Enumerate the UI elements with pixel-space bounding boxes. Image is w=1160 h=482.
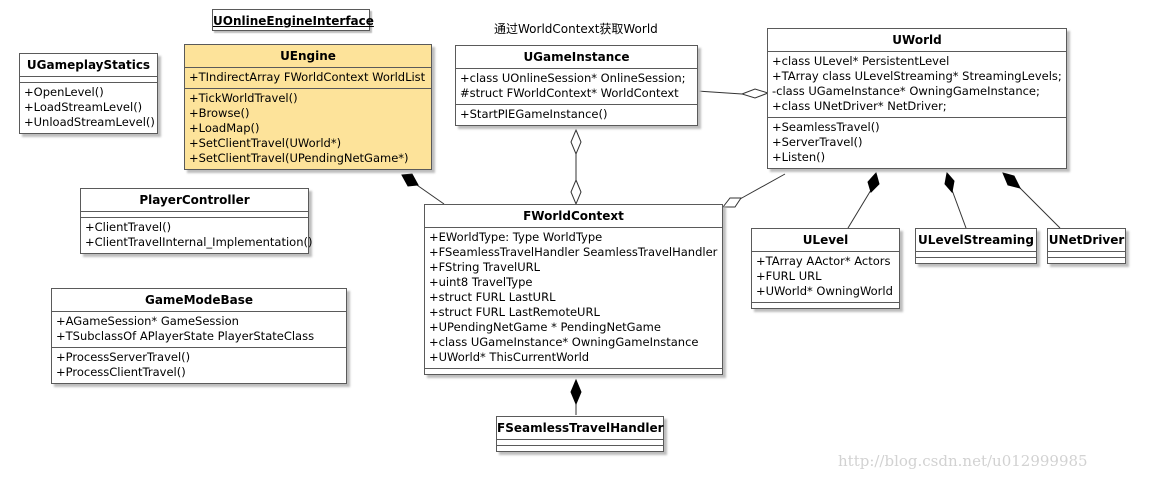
attribute-row: +EWorldType: Type WorldType — [429, 230, 603, 244]
class-playercontroller: PlayerController +ClientTravel()+ClientTr… — [80, 188, 313, 254]
relation-worldcontext-seamlesstravelhandler — [570, 378, 582, 415]
attribute-row: +UWorld* ThisCurrentWorld — [429, 350, 590, 364]
attribute-row: +struct FURL LastURL — [429, 290, 556, 304]
method-row: +ClientTravel() — [85, 220, 172, 234]
attribute-row: +TSubclassOf APlayerState PlayerStateCla… — [56, 329, 315, 343]
method-section — [916, 258, 1036, 263]
method-row: +Browse() — [189, 106, 250, 120]
relation-world-worldcontext — [721, 173, 786, 208]
method-row: +SetClientTravel(UWorld*) — [189, 136, 342, 150]
relation-world-level — [847, 171, 880, 229]
class-title: ULevelStreaming — [916, 229, 1036, 252]
method-section — [1048, 258, 1125, 263]
attribute-row: +AGameSession* GameSession — [56, 314, 239, 328]
attribute-section: +class ULevel* PersistentLevel+TArray cl… — [768, 52, 1066, 118]
attribute-row: -class UGameInstance* OwningGameInstance… — [772, 84, 1040, 98]
class-ulevel: ULevel+TArray AActor* Actors+FURL URL+UW… — [751, 228, 900, 309]
method-section — [497, 446, 663, 451]
method-section: +TickWorldTravel()+Browse()+LoadMap()+Se… — [185, 89, 431, 169]
attribute-section: +TIndirectArray FWorldContext WorldList — [185, 68, 431, 89]
attribute-row: +class ULevel* PersistentLevel — [772, 54, 950, 68]
method-row: +TickWorldTravel() — [189, 91, 298, 105]
attribute-row: +struct FURL LastRemoteURL — [429, 305, 600, 319]
attribute-row: +TArray AActor* Actors — [756, 254, 891, 268]
method-section — [752, 303, 899, 308]
relation-world-gameinstance — [696, 88, 770, 99]
attribute-row: +FString TravelURL — [429, 260, 541, 274]
attribute-row: +UPendingNetGame * PendingNetGame — [429, 320, 661, 334]
attribute-row: +class UOnlineSession* OnlineSession; — [460, 71, 686, 85]
class-title: UWorld — [768, 29, 1066, 52]
attribute-section — [497, 440, 663, 446]
relation-world-levelstreaming — [944, 171, 967, 229]
method-row: +ClientTravelInternal_Implementation() — [85, 235, 313, 249]
attribute-row: +class UNetDriver* NetDriver; — [772, 99, 947, 113]
class-ulevelstreaming: ULevelStreaming — [915, 228, 1037, 264]
method-row: +Listen() — [772, 150, 826, 164]
method-row: +LoadMap() — [189, 121, 260, 135]
method-row: +UnloadStreamLevel() — [24, 115, 155, 129]
relation-world-netdriver — [1002, 172, 1061, 229]
attribute-row: +UWorld* OwningWorld — [756, 284, 893, 298]
watermark: http://blog.csdn.net/u012999985 — [838, 452, 1088, 470]
online-engine-interface-label: UOnlineEngineInterface — [212, 9, 374, 31]
relation-gameinstance-worldcontext — [570, 128, 582, 206]
attribute-section: +AGameSession* GameSession+TSubclassOf A… — [52, 312, 346, 348]
class-title: UGameplayStatics — [20, 54, 157, 77]
method-row: +SeamlessTravel() — [772, 120, 880, 134]
method-section: +ClientTravel()+ClientTravelInternal_Imp… — [81, 218, 313, 253]
class-fworldcontext: FWorldContext+EWorldType: Type WorldType… — [424, 204, 723, 375]
attribute-section — [20, 77, 157, 83]
attribute-section — [1048, 252, 1125, 258]
method-row: +ProcessClientTravel() — [56, 365, 186, 379]
class-ugameplaystatics: UGameplayStatics +OpenLevel()+LoadStreamL… — [19, 53, 158, 134]
class-title: PlayerController — [81, 189, 308, 212]
class-fseamlesstravelhandler: FSeamlessTravelHandler — [496, 416, 664, 452]
method-section: +OpenLevel()+LoadStreamLevel()+UnloadStr… — [20, 83, 157, 133]
class-title: UNetDriver — [1048, 229, 1125, 252]
attribute-row: +FURL URL — [756, 269, 822, 283]
class-title: ULevel — [752, 229, 899, 252]
class-ugameinstance: UGameInstance+class UOnlineSession* Onli… — [455, 45, 698, 126]
class-unetdriver: UNetDriver — [1047, 228, 1126, 264]
class-title: FSeamlessTravelHandler — [497, 417, 664, 440]
relation-engine-worldcontext — [401, 173, 445, 205]
method-row: +StartPIEGameInstance() — [460, 107, 608, 121]
attribute-section: +EWorldType: Type WorldType+FSeamlessTra… — [425, 228, 722, 369]
method-section: +SeamlessTravel()+ServerTravel()+Listen(… — [768, 118, 1066, 168]
method-row: +ServerTravel() — [772, 135, 863, 149]
attribute-section: +TArray AActor* Actors+FURL URL+UWorld* … — [752, 252, 899, 303]
attribute-row: #struct FWorldContext* WorldContext — [460, 86, 679, 100]
class-title: GameModeBase — [52, 289, 346, 312]
class-title: UEngine — [185, 45, 431, 68]
attribute-row: +TIndirectArray FWorldContext WorldList — [189, 70, 426, 84]
class-title: FWorldContext — [425, 205, 722, 228]
class-uengine: UEngine +TIndirectArray FWorldContext Wor… — [184, 44, 432, 170]
method-row: +SetClientTravel(UPendingNetGame*) — [189, 151, 409, 165]
method-row: +ProcessServerTravel() — [56, 350, 191, 364]
method-section — [425, 369, 722, 374]
attribute-row: +class UGameInstance* OwningGameInstance — [429, 335, 699, 349]
attribute-row: +TArray class ULevelStreaming* Streaming… — [772, 69, 1062, 83]
attribute-section — [81, 212, 308, 218]
attribute-row: +uint8 TravelType — [429, 275, 533, 289]
attribute-section: +class UOnlineSession* OnlineSession;#st… — [456, 69, 697, 105]
attribute-row: +FSeamlessTravelHandler SeamlessTravelHa… — [429, 245, 718, 259]
world-context-note: 通过WorldContext获取World — [494, 22, 658, 36]
attribute-section — [916, 252, 1036, 258]
method-section: +StartPIEGameInstance() — [456, 105, 697, 125]
class-title: UGameInstance — [456, 46, 697, 69]
method-section: +ProcessServerTravel()+ProcessClientTrav… — [52, 348, 346, 383]
method-row: +LoadStreamLevel() — [24, 100, 143, 114]
class-gamemodebase: GameModeBase+AGameSession* GameSession+T… — [51, 288, 347, 384]
class-uworld: UWorld+class ULevel* PersistentLevel+TAr… — [767, 28, 1067, 169]
method-row: +OpenLevel() — [24, 85, 104, 99]
